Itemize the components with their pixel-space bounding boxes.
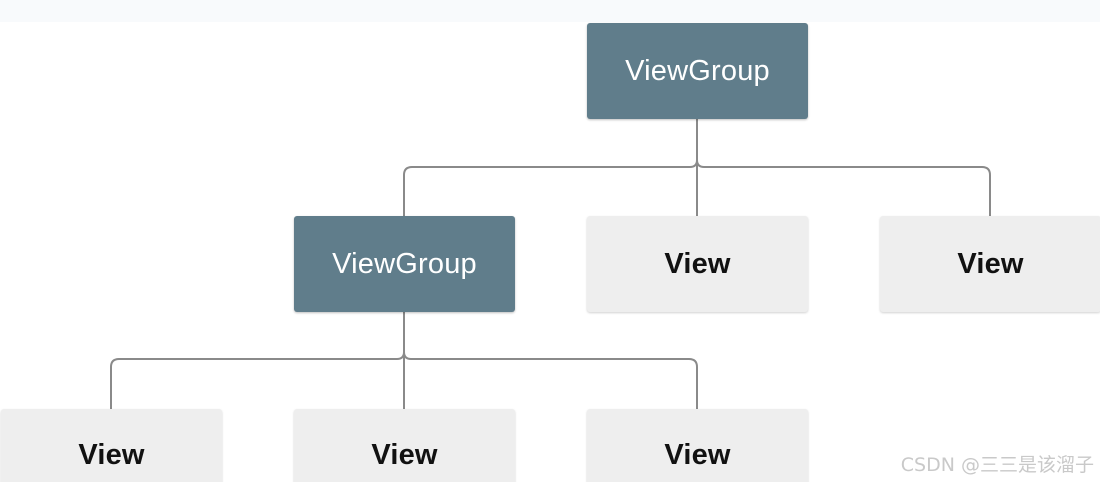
connector-root-left bbox=[403, 159, 698, 216]
node-leaf-view-a: View bbox=[1, 409, 222, 482]
node-child-viewgroup: ViewGroup bbox=[294, 216, 515, 312]
top-strip bbox=[0, 0, 1100, 22]
connector-root-stem bbox=[696, 119, 991, 216]
connector-group-left bbox=[110, 351, 405, 409]
node-leaf-view-c: View bbox=[587, 409, 808, 482]
node-label: View bbox=[664, 438, 731, 471]
node-child-view-a: View bbox=[587, 216, 808, 312]
node-label: ViewGroup bbox=[332, 247, 477, 280]
node-label: View bbox=[371, 438, 438, 471]
watermark: CSDN @三三是该溜子 bbox=[900, 454, 1094, 476]
node-label: ViewGroup bbox=[625, 54, 770, 87]
connector-group-stem bbox=[403, 312, 698, 409]
node-label: View bbox=[78, 438, 145, 471]
node-root-viewgroup: ViewGroup bbox=[587, 23, 808, 119]
node-label: View bbox=[664, 247, 731, 280]
node-child-view-b: View bbox=[880, 216, 1100, 312]
node-label: View bbox=[957, 247, 1024, 280]
node-leaf-view-b: View bbox=[294, 409, 515, 482]
